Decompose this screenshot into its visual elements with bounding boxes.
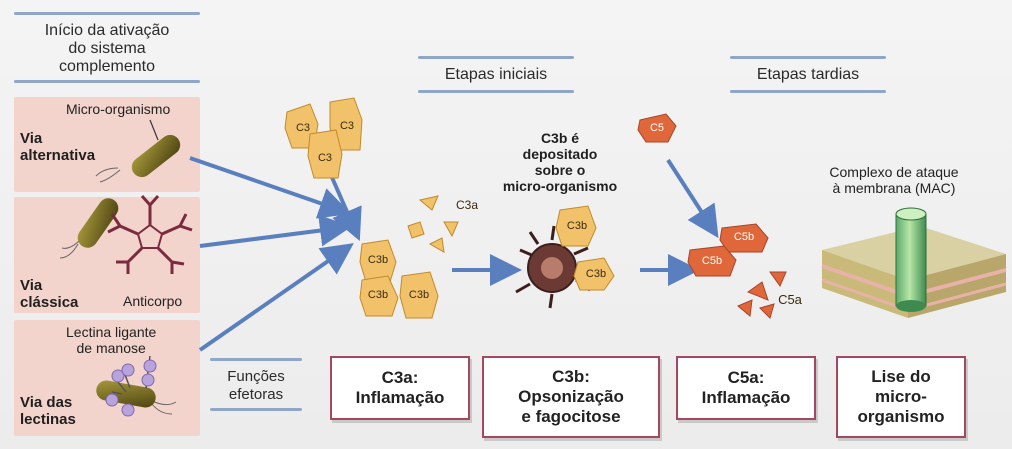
- initiation-header-line3: complemento: [58, 58, 156, 75]
- c3-molecules: [284, 97, 363, 179]
- c3b-bound-label-b: C3b: [585, 268, 607, 280]
- function-c5a-line1: C5a:: [727, 368, 765, 387]
- lectin-protein-line1: Lectina ligante: [66, 324, 157, 340]
- c3b-label-a: C3b: [367, 254, 389, 266]
- late-stages-header: Etapas tardias: [756, 66, 860, 83]
- alternative-name-line2: alternativa: [20, 147, 96, 164]
- alternative-pathway-name: Via alternativa: [20, 130, 95, 164]
- c3a-fragments: [407, 195, 459, 253]
- early-header-rule-top: [418, 56, 574, 59]
- c3b-note-line1: C3b é: [540, 130, 580, 146]
- bacterium-alternative: [95, 119, 181, 183]
- classical-name-line1: Via: [20, 277, 43, 294]
- bacterium-lectin: [96, 355, 177, 417]
- function-box-lysis: Lise do micro- organismo: [836, 356, 966, 438]
- lectin-protein-line2: de manose: [76, 340, 146, 356]
- function-lysis-line2: micro-: [875, 387, 927, 406]
- effector-functions-label: Funções efetoras: [210, 368, 302, 404]
- effector-rule-top: [210, 358, 302, 361]
- early-stages-header: Etapas iniciais: [444, 66, 548, 83]
- mac-label-line1: Complexo de ataque: [829, 164, 959, 180]
- effector-line2: efetoras: [228, 386, 284, 403]
- c3a-label: C3a: [455, 198, 478, 212]
- function-c3b-line3: e fagocitose: [521, 407, 621, 426]
- lectin-name-line2: lectinas: [20, 411, 76, 428]
- function-lysis-line3: organismo: [857, 407, 945, 426]
- c3b-note-line3: sobre o: [534, 162, 586, 178]
- initiation-header: Início da ativação do sistema complement…: [14, 22, 200, 76]
- lectin-pathway-box: [14, 320, 200, 436]
- effector-line1: Funções: [227, 368, 285, 385]
- c3b-note-line2: depositado: [522, 146, 598, 162]
- late-header-rule-top: [730, 56, 886, 59]
- effector-rule-bottom: [210, 408, 302, 411]
- c3b-bound-label-a: C3b: [566, 220, 588, 232]
- c3-label-b: C3: [339, 120, 355, 132]
- microorganism-label: Micro-organismo: [66, 101, 171, 117]
- function-box-c3a: C3a: Inflamação: [330, 356, 470, 420]
- mac-label: Complexo de ataque à membrana (MAC): [808, 164, 980, 196]
- bacterium-classical: [59, 198, 119, 259]
- c3-label-a: C3: [295, 122, 311, 134]
- antibody-label: Anticorpo: [123, 293, 183, 309]
- c3b-molecules: [359, 239, 439, 319]
- c3b-deposit-note: C3b é depositado sobre o micro-organismo: [490, 130, 630, 194]
- opsonized-microbe: [515, 205, 615, 309]
- function-c3b-line1: C3b:: [552, 367, 590, 386]
- header-rule-bottom: [14, 80, 200, 83]
- alternative-name-line1: Via: [20, 130, 43, 147]
- c5a-label: C5a: [778, 292, 802, 307]
- initiation-header-line2: do sistema: [68, 40, 146, 57]
- pathway-arrows: [189, 149, 719, 352]
- c3b-label-b: C3b: [367, 289, 389, 301]
- mac-membrane: [821, 207, 1007, 318]
- function-c5a-line2: Inflamação: [701, 388, 791, 407]
- antibody-cluster: [107, 195, 193, 274]
- lectin-name-line1: Via das: [20, 394, 73, 411]
- function-box-c5a: C5a: Inflamação: [676, 356, 816, 420]
- function-c3a-line1: C3a:: [381, 368, 419, 387]
- classical-pathway-name: Via clássica: [20, 277, 78, 311]
- classical-name-line2: clássica: [20, 294, 79, 311]
- mac-label-line2: à membrana (MAC): [832, 180, 956, 196]
- initiation-header-line1: Início da ativação: [44, 22, 170, 39]
- c5-label: C5: [649, 122, 665, 134]
- c5b-label-b: C5b: [701, 255, 723, 267]
- function-c3a-line2: Inflamação: [355, 388, 445, 407]
- header-rule-top: [14, 12, 200, 15]
- lectin-protein-label: Lectina ligante de manose: [66, 324, 156, 356]
- c5-molecules: [637, 113, 787, 319]
- early-header-rule-bottom: [418, 90, 574, 93]
- c5b-label-a: C5b: [733, 231, 755, 243]
- c3-label-c: C3: [317, 152, 333, 164]
- function-c3b-line2: Opsonização: [518, 387, 624, 406]
- c3b-label-c: C3b: [408, 289, 430, 301]
- function-box-c3b: C3b: Opsonização e fagocitose: [482, 356, 660, 438]
- function-lysis-line1: Lise do: [871, 367, 931, 386]
- late-header-rule-bottom: [730, 90, 886, 93]
- lectin-pathway-name: Via das lectinas: [20, 394, 76, 428]
- c3b-note-line4: micro-organismo: [502, 178, 618, 194]
